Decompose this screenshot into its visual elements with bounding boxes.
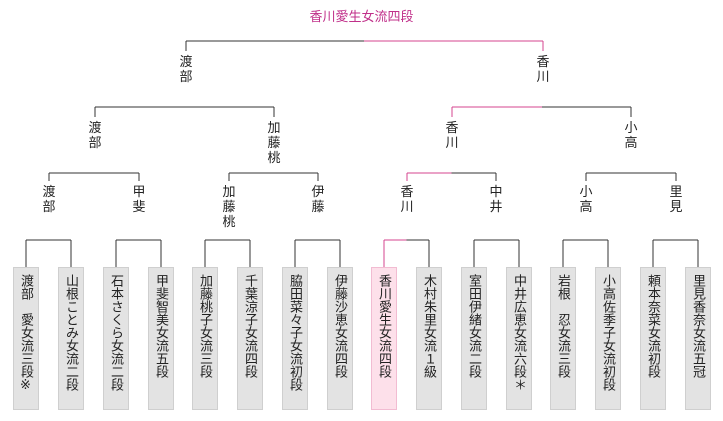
semifinal-name-2: 加 藤 桃 <box>267 121 281 166</box>
quarterfinal-name-5: 香 川 <box>400 185 414 215</box>
player-box: 頼本奈菜女流初段 <box>640 267 666 410</box>
player-name: 渡部 愛女流三段※ <box>18 274 33 393</box>
player-box: 木村朱里女流１級 <box>416 267 442 410</box>
player-box: 加藤桃子女流三段 <box>192 267 218 410</box>
player-box: 伊藤沙恵女流四段 <box>327 267 353 410</box>
player-box: 千葉涼子女流四段 <box>237 267 263 410</box>
player-box: 里見香奈女流五冠 <box>685 267 711 410</box>
quarterfinal-name-8: 里 見 <box>669 185 683 215</box>
quarterfinal-name-1: 渡 部 <box>42 185 56 215</box>
player-name: 石本さくら女流二段 <box>108 274 123 391</box>
player-box: 脇田菜々子女流初段 <box>282 267 308 410</box>
semifinal-name-4: 小 高 <box>624 121 638 151</box>
player-name: 中井広恵女流六段＊ <box>511 274 526 391</box>
final-right-name: 香 川 <box>536 55 550 85</box>
player-box: 岩根 忍女流三段 <box>550 267 576 410</box>
quarterfinal-name-6: 中 井 <box>489 185 503 215</box>
quarterfinal-name-3: 加 藤 桃 <box>222 185 236 230</box>
player-name: 里見香奈女流五冠 <box>690 274 705 378</box>
player-name: 山根ことみ女流二段 <box>63 274 78 391</box>
semifinal-name-3: 香 川 <box>445 121 459 151</box>
champion-title: 香川愛生女流四段 <box>309 10 414 25</box>
quarterfinal-name-7: 小 高 <box>579 185 593 215</box>
quarterfinal-name-2: 甲 斐 <box>132 185 146 215</box>
player-box: 山根ことみ女流二段 <box>58 267 84 410</box>
player-name: 加藤桃子女流三段 <box>197 274 212 378</box>
player-box: 室田伊緒女流二段 <box>461 267 487 410</box>
quarterfinal-name-4: 伊 藤 <box>311 185 325 215</box>
player-name: 脇田菜々子女流初段 <box>287 274 302 391</box>
player-name: 伊藤沙恵女流四段 <box>332 274 347 378</box>
final-left-name: 渡 部 <box>179 55 193 85</box>
player-name: 頼本奈菜女流初段 <box>645 274 660 378</box>
player-name: 室田伊緒女流二段 <box>466 274 481 378</box>
player-box: 石本さくら女流二段 <box>103 267 129 410</box>
player-name: 甲斐智美女流五段 <box>153 274 168 378</box>
player-box-champion: 香川愛生女流四段 <box>371 267 397 410</box>
player-box: 中井広恵女流六段＊ <box>506 267 532 410</box>
player-box: 渡部 愛女流三段※ <box>13 267 39 410</box>
player-name: 千葉涼子女流四段 <box>242 274 257 378</box>
player-box: 甲斐智美女流五段 <box>148 267 174 410</box>
semifinal-name-1: 渡 部 <box>88 121 102 151</box>
player-box: 小高佐季子女流初段 <box>595 267 621 410</box>
player-name: 岩根 忍女流三段 <box>555 274 570 378</box>
player-name: 香川愛生女流四段 <box>376 274 391 378</box>
player-name: 小高佐季子女流初段 <box>600 274 615 391</box>
player-name: 木村朱里女流１級 <box>421 274 436 378</box>
